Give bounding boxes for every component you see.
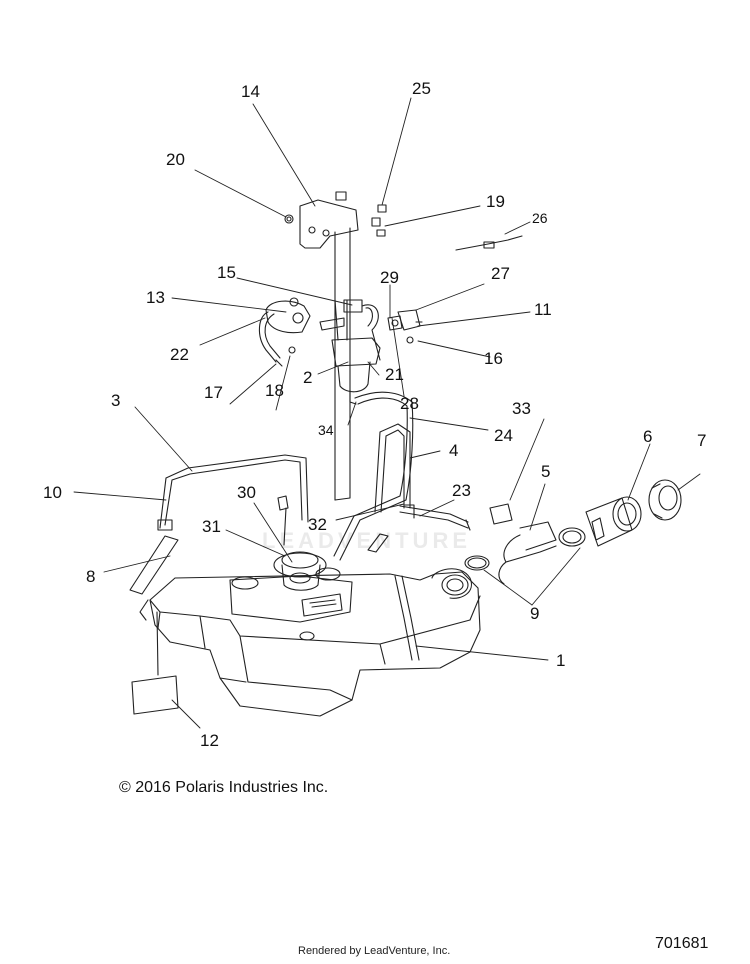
callout-18: 18 [265,381,284,400]
callout-2: 2 [303,368,313,387]
callout-27: 27 [491,264,510,283]
fasteners [284,191,387,237]
callout-16: 16 [484,349,503,368]
copyright-notice: © 2016 Polaris Industries Inc. [119,779,329,796]
callout-5: 5 [541,462,551,481]
callout-29: 29 [380,268,399,287]
callout-12: 12 [200,731,219,750]
callout-24: 24 [494,426,513,445]
callout-32: 32 [308,515,327,534]
callout-11: 11 [534,300,552,319]
fuel-lines [333,389,471,561]
filler-neck [464,479,682,585]
callout-33: 33 [512,399,531,418]
callout-6: 6 [643,427,653,446]
labels [129,503,513,715]
callout-31: 31 [202,517,221,536]
vent-line [455,235,523,251]
tank-strap-left [157,454,309,531]
callout-26: 26 [532,210,548,226]
callout-7: 7 [697,431,707,450]
callout-13: 13 [146,288,165,307]
fuel-sender [273,495,341,591]
callout-25: 25 [412,79,431,98]
callout-10: 10 [43,483,62,502]
fuel-filter [319,299,381,393]
callout-22: 22 [170,345,189,364]
callout-8: 8 [86,567,96,586]
watermark: LEADVENTURE [262,528,472,553]
callout-23: 23 [452,481,471,500]
callout-21: 21 [385,365,404,384]
callout-4: 4 [449,441,459,460]
callout-30: 30 [237,483,256,502]
mount-bracket [299,199,359,501]
callout-15: 15 [217,263,236,282]
callout-34: 34 [318,422,334,438]
callout-17: 17 [204,383,223,402]
fuel-pump [258,297,311,367]
callout-3: 3 [111,391,121,410]
callout-9: 9 [530,604,540,623]
fuel-tank [139,568,481,717]
callout-1: 1 [556,651,566,670]
render-credit: Rendered by LeadVenture, Inc. [298,945,451,957]
callout-14: 14 [241,82,260,101]
callout-28: 28 [400,394,419,413]
document-id: 701681 [655,935,709,952]
leader-lines [73,97,701,729]
callout-20: 20 [166,150,185,169]
callout-19: 19 [486,192,505,211]
